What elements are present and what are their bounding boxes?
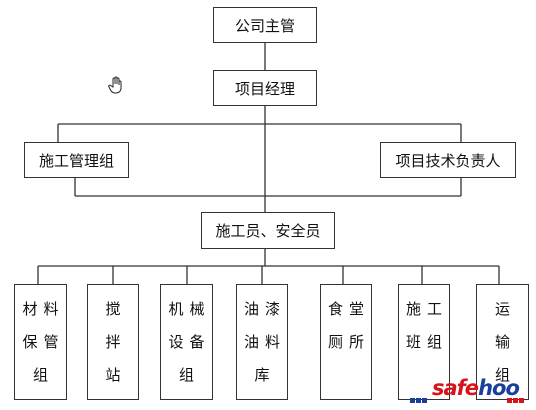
group-5-line-2: 厕所 <box>327 333 370 351</box>
box-group-mixing-station: 搅 拌 站 <box>87 284 139 400</box>
group-1-line-2: 保管 <box>22 333 65 351</box>
group-3-line-3: 组 <box>178 366 200 384</box>
watermark-dots-right <box>507 388 525 407</box>
group-7-line-1: 运 <box>494 300 516 318</box>
group-6-line-1: 施工 <box>405 300 448 318</box>
group-7-line-3: 组 <box>494 366 516 384</box>
group-4-line-1: 油漆 <box>243 300 286 318</box>
group-1-line-1: 材料 <box>22 300 65 318</box>
box-group-machinery: 机械 设备 组 <box>160 284 213 400</box>
box-group-materials: 材料 保管 组 <box>14 284 67 400</box>
group-3-line-1: 机械 <box>168 300 211 318</box>
watermark-text-hoo: hoo <box>478 376 520 400</box>
box-staff-label: 施工员、安全员 <box>215 222 321 240</box>
box-group-transport: 运 输 组 <box>476 284 529 400</box>
group-2-line-1: 搅 <box>105 300 127 318</box>
box-project-manager-label: 项目经理 <box>234 79 295 98</box>
group-2-line-3: 站 <box>105 366 127 384</box>
box-project-manager: 项目经理 <box>213 70 317 106</box>
box-technical-lead-label: 项目技术负责人 <box>395 151 501 170</box>
group-3-line-2: 设备 <box>168 333 211 351</box>
hand-cursor-icon <box>108 76 122 94</box>
watermark-text-safe: safe <box>432 376 479 400</box>
box-company-head: 公司主管 <box>213 7 317 43</box>
box-group-paint-storage: 油漆 油料 库 <box>236 284 288 400</box>
group-7-line-2: 输 <box>494 333 516 351</box>
group-6-line-2: 班组 <box>405 333 448 351</box>
group-2-line-2: 拌 <box>105 333 127 351</box>
box-construction-management: 施工管理组 <box>24 142 129 178</box>
watermark-text: safehoo <box>432 376 520 400</box>
box-staff: 施工员、安全员 <box>201 212 335 249</box>
safehoo-watermark: safehoo <box>404 376 534 407</box>
group-1-line-3: 组 <box>32 366 54 384</box>
box-company-head-label: 公司主管 <box>234 16 295 35</box>
box-group-canteen: 食堂 厕所 <box>320 284 372 400</box>
group-4-line-3: 库 <box>254 366 276 384</box>
group-5-line-1: 食堂 <box>327 300 370 318</box>
group-4-line-2: 油料 <box>243 333 286 351</box>
box-construction-management-label: 施工管理组 <box>38 151 114 170</box>
watermark-dots-left <box>410 388 428 407</box>
box-technical-lead: 项目技术负责人 <box>380 142 516 178</box>
